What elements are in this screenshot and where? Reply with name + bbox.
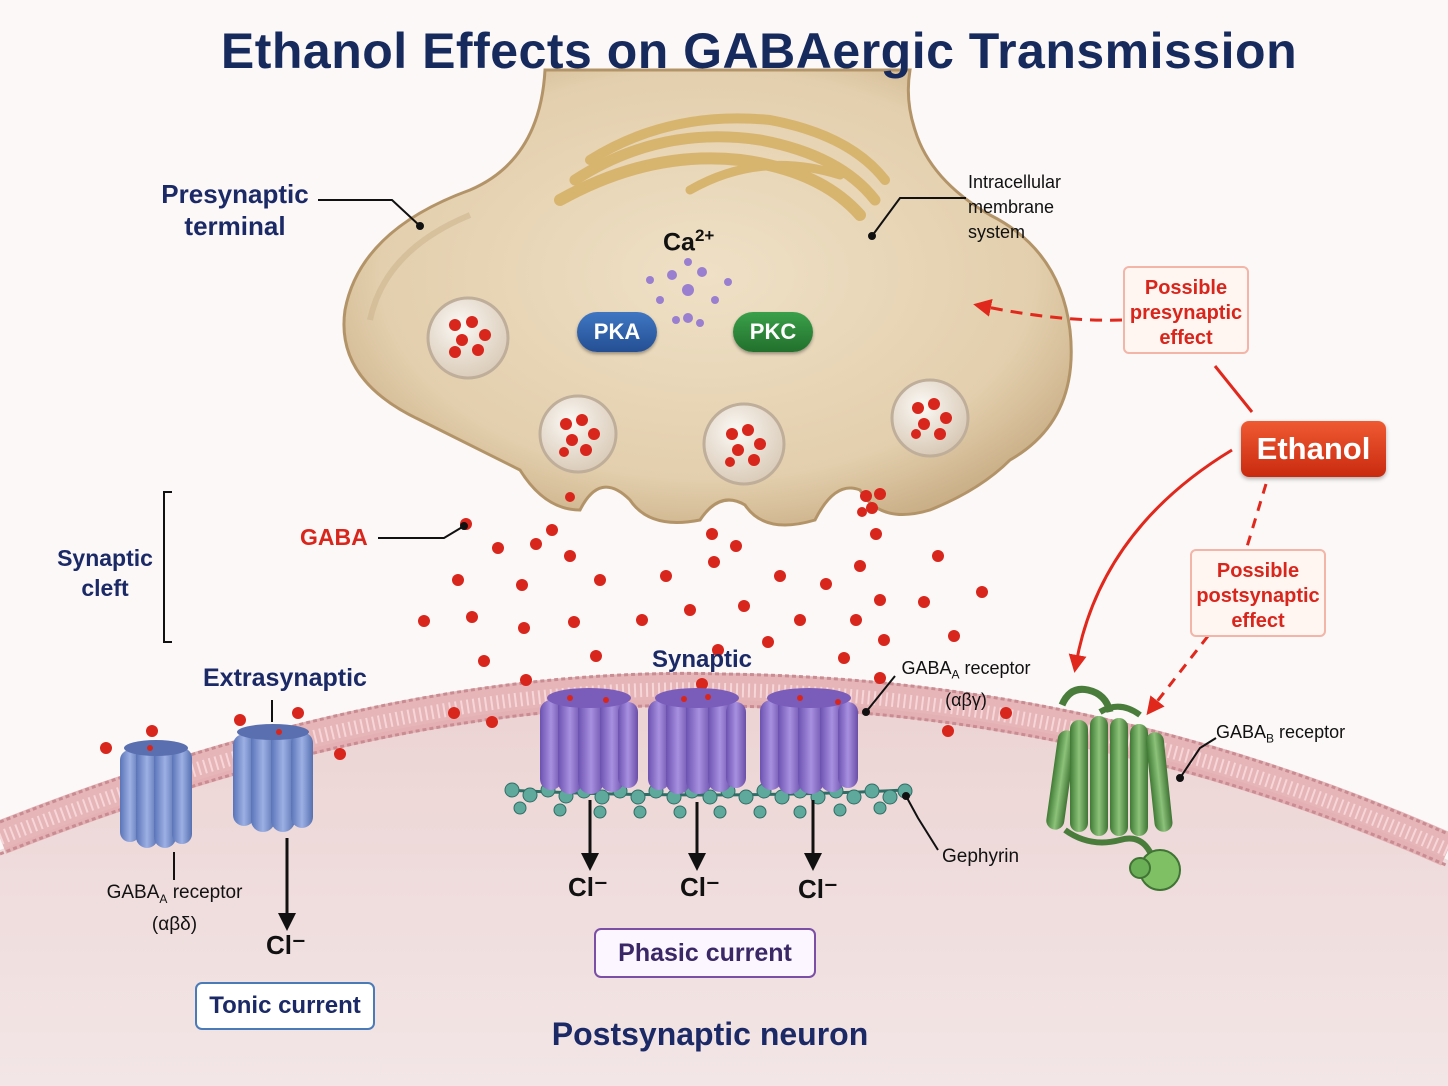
calcium-label: Ca2+ (663, 226, 714, 257)
possible-postsynaptic-effect-box: Possible postsynaptic effect (1190, 549, 1326, 637)
gabab-rest: receptor (1274, 722, 1346, 742)
possible-presynaptic-effect-box: Possible presynaptic effect (1123, 266, 1249, 354)
pka-badge: PKA (577, 312, 657, 352)
presynaptic-terminal-label: Presynaptic terminal (161, 179, 309, 241)
gephyrin-label: Gephyrin (942, 846, 1020, 867)
page-title: Ethanol Effects on GABAergic Transmissio… (220, 23, 1298, 79)
vesicles (426, 296, 970, 517)
chloride-flux-arrows (278, 800, 822, 931)
synaptic-gabaa-receptor (540, 688, 638, 794)
presynaptic-terminal-shape (342, 68, 1073, 527)
extrasynaptic-gabaa-rest: receptor (167, 882, 243, 903)
calcium-charge: 2+ (694, 226, 715, 245)
gabab-receptor-label: GABAB receptor (1216, 722, 1345, 746)
chloride-label-2: Cl⁻ (680, 872, 720, 902)
phasic-current-box: Phasic current (594, 928, 816, 978)
gabab-receptor (1046, 685, 1181, 891)
extrasynaptic-gabaa-receptors (120, 724, 313, 848)
calcium-label-text: Ca (663, 228, 695, 257)
gabab-subscript: B (1266, 731, 1275, 746)
tonic-current-box: Tonic current (195, 982, 375, 1030)
postsynaptic-neuron-label: Postsynaptic neuron (551, 1016, 869, 1052)
intracellular-membrane-system (554, 113, 890, 221)
extrasynaptic-gabaa-subscript: A (159, 891, 168, 906)
chloride-label-tonic: Cl⁻ (266, 930, 306, 960)
synaptic-label: Synaptic (652, 646, 753, 673)
synaptic-gabaa-receptor (648, 688, 746, 794)
leader-lines (163, 197, 1217, 880)
ethanol-badge: Ethanol (1241, 421, 1386, 477)
extrasynaptic-gabaa-receptor-label: GABAA receptor (αβδ) (92, 880, 257, 938)
synaptic-cleft-label: Synaptic cleft (57, 545, 153, 601)
gabab-name: GABA (1216, 722, 1267, 742)
synaptic-gabaa-name: GABA (901, 658, 952, 678)
synaptic-gabaa-receptor-label: GABAA receptor (αβγ) (886, 656, 1046, 713)
vesicle (426, 296, 510, 380)
synaptic-gabaa-subunits: (αβγ) (945, 689, 987, 710)
synaptic-gabaa-receptor (760, 688, 858, 794)
extrasynaptic-gabaa-subunits: (αβδ) (151, 913, 198, 935)
calcium-ions (646, 258, 732, 327)
synaptic-gabaa-subscript: A (951, 667, 960, 682)
synaptic-gabaa-receptors (540, 688, 858, 794)
extrasynaptic-label: Extrasynaptic (203, 664, 367, 692)
ethanol-effect-arrows (973, 298, 1268, 716)
synaptic-gabaa-rest: receptor (959, 658, 1031, 678)
extrasynaptic-gabaa-receptor (120, 740, 192, 848)
gaba-molecules (100, 518, 1012, 760)
intracellular-membrane-label: Intracellular membrane system (968, 172, 1062, 242)
chloride-label-3: Cl⁻ (798, 874, 838, 904)
extrasynaptic-gabaa-name: GABA (106, 882, 160, 903)
extrasynaptic-gabaa-receptor (233, 724, 313, 832)
chloride-label-1: Cl⁻ (568, 872, 608, 902)
gaba-label: GABA (300, 524, 368, 550)
vesicle-fusing (565, 488, 886, 517)
vesicle (538, 394, 618, 474)
vesicle (702, 402, 786, 486)
vesicle (890, 378, 970, 458)
pkc-badge: PKC (733, 312, 813, 352)
